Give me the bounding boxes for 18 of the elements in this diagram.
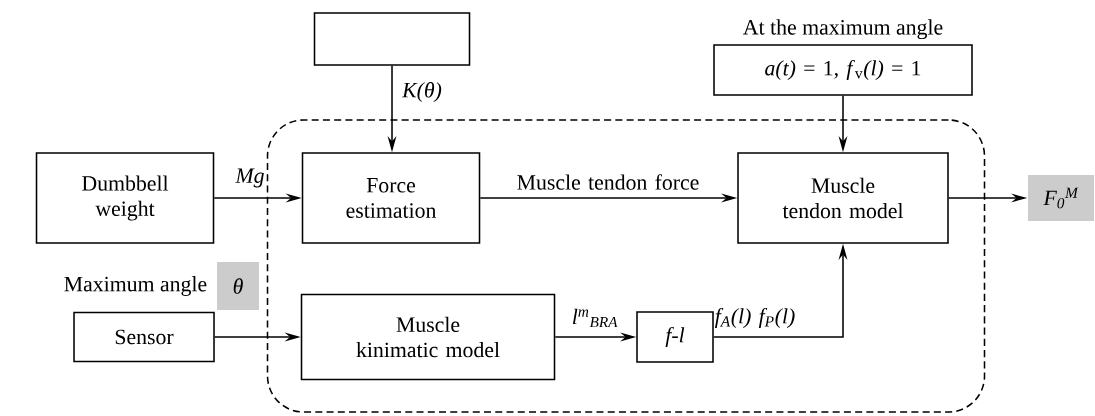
process-box: Force estimation xyxy=(301,152,481,244)
condition-box: a(t) = 1, f$_{v}$(l) = 1 At the maximum angle xyxy=(713,19,973,96)
software-box xyxy=(313,12,471,66)
input-box: Dumbbell weight xyxy=(35,152,215,244)
edge-label: l$^{m}$BRA xyxy=(572,308,618,328)
edge-label: f$_{A}$(l) f$_{P}$(l) xyxy=(715,308,795,328)
edge-label: Mg xyxy=(235,168,264,188)
node-label: At the maximum angle xyxy=(743,19,943,40)
dashed-boundary xyxy=(266,119,986,413)
output-box: F$_{0}$M xyxy=(1028,175,1094,221)
edge-label: K(θ) xyxy=(401,82,442,102)
sensor-box: Sensor xyxy=(73,311,215,363)
process-box: Muscle tendon model xyxy=(737,152,949,244)
side-label: Maximum angle xyxy=(64,276,207,296)
angle-box: θ xyxy=(217,262,259,310)
process-box: Muscle kinimatic model xyxy=(300,293,556,381)
process-box: f-l xyxy=(636,311,714,363)
edge-label: Muscle tendon force xyxy=(517,174,699,190)
